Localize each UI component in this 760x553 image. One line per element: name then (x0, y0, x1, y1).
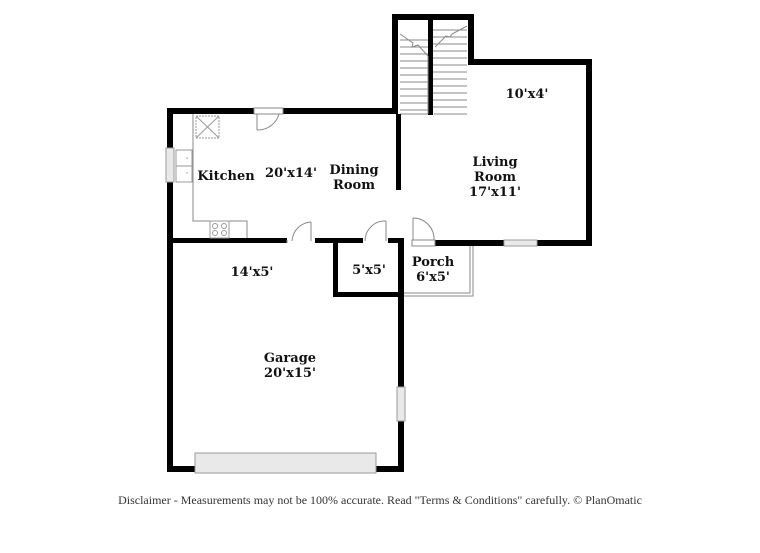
living-label-line2: Room (474, 170, 516, 185)
living-room-walls (412, 59, 592, 247)
disclaimer-text: Disclaimer - Measurements may not be 100… (118, 493, 642, 507)
garage-walls (167, 386, 406, 474)
window (503, 239, 538, 247)
kitchen-dining-dims: 20'x14' (265, 166, 317, 181)
stove-icon (209, 220, 230, 239)
porch (398, 217, 474, 472)
garage-dims: 20'x15' (264, 366, 316, 381)
door-icon (364, 220, 387, 242)
living-label-line1: Living (472, 155, 517, 170)
fridge-icon (195, 115, 220, 139)
door-icon (253, 107, 284, 131)
dining-label-line1: Dining (329, 163, 378, 178)
window (396, 386, 406, 422)
porch-dims: 6'x5' (416, 270, 450, 285)
kitchen-fixtures (175, 114, 248, 239)
garage-label: Garage (264, 351, 316, 366)
sink-icon (175, 149, 193, 183)
stairs-icon (399, 25, 468, 115)
window (165, 147, 175, 183)
garage-door (194, 452, 377, 474)
closet-walls (333, 240, 403, 297)
door-icon (286, 221, 312, 243)
laundry-dims: 14'x5' (231, 265, 274, 280)
closet-dims: 5'x5' (352, 263, 386, 278)
kitchen-dining-walls (165, 107, 402, 472)
kitchen-label: Kitchen (197, 169, 255, 184)
dining-label-line2: Room (333, 178, 375, 193)
living-dims: 17'x11' (469, 185, 521, 200)
stairwell (392, 14, 474, 115)
porch-label: Porch (412, 255, 455, 270)
door-icon (411, 217, 436, 247)
stair-landing-dims: 10'x4' (506, 87, 549, 102)
